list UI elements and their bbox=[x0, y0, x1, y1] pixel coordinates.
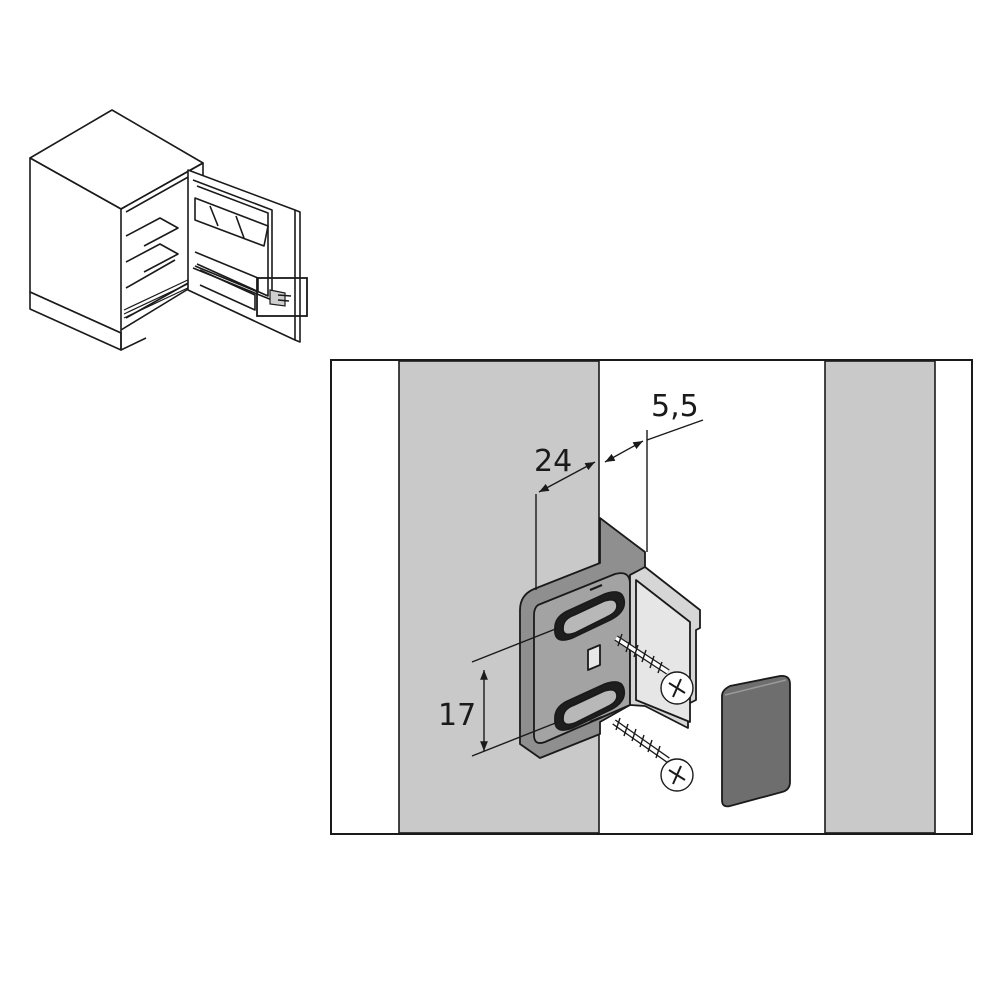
dimension-lines bbox=[471, 419, 704, 757]
right-panel bbox=[824, 360, 936, 834]
screw bbox=[614, 633, 694, 705]
dimension-17: 17 bbox=[438, 698, 476, 733]
cabinet-overview bbox=[29, 109, 301, 351]
dimension-5-5: 5,5 bbox=[651, 389, 699, 424]
dimension-24: 24 bbox=[534, 444, 572, 479]
detail-callout-box bbox=[256, 277, 308, 317]
screw bbox=[612, 717, 694, 792]
cover-plate bbox=[721, 675, 791, 808]
